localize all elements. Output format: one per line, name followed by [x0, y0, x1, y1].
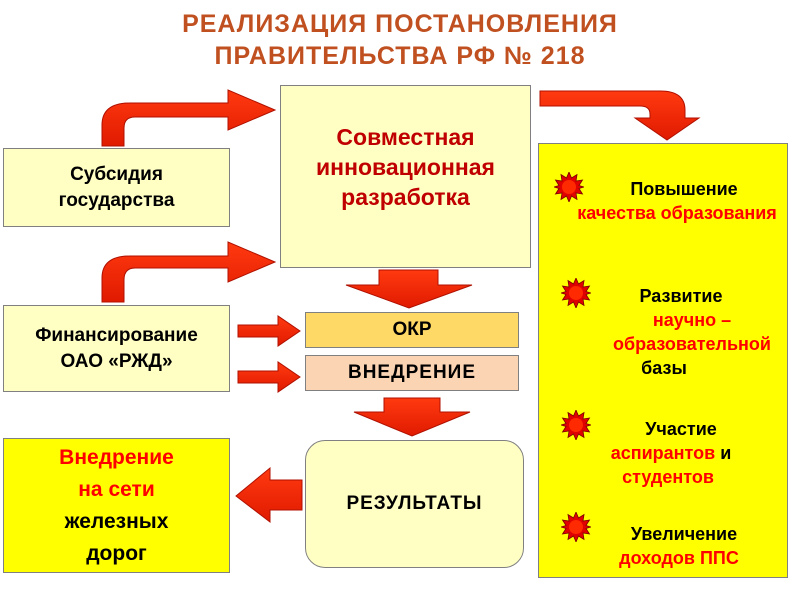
okr-box: ОКР [305, 312, 519, 348]
outcome-2-title: Развитие [639, 286, 723, 306]
down-arrow-results [353, 397, 471, 437]
right-arrow-okr [237, 315, 301, 347]
okr-label: ОКР [392, 319, 432, 340]
curved-arrow-subsidy [101, 89, 277, 147]
joint-line-1: Совместная [336, 123, 475, 150]
left-arrow-railway [235, 466, 303, 524]
financing-box: Финансирование ОАО «РЖД» [3, 305, 230, 392]
joint-line-2: инновационная [316, 153, 495, 180]
outcome-4: Увеличение доходов ППС [539, 522, 789, 570]
railway-implementation-box: Внедрение на сети железных дорог [3, 438, 230, 573]
outcome-4-title: Увеличение [630, 524, 738, 544]
subsidy-line-1: Субсидия [70, 163, 163, 185]
starburst-icon [561, 278, 591, 308]
outcome-3-detail-1: аспирантов [610, 443, 716, 463]
outcome-3-detail-2: студентов [622, 467, 714, 487]
results-box: РЕЗУЛЬТАТЫ [305, 440, 524, 568]
railway-line-4: дорог [86, 541, 147, 565]
starburst-icon [561, 512, 591, 542]
outcome-2: Развитие научно – образовательной базы [539, 284, 789, 380]
outcome-3: Участие аспирантов и студентов [539, 417, 789, 489]
starburst-icon [561, 410, 591, 440]
outcome-4-detail: доходов ППС [619, 548, 739, 568]
outcomes-box: Повышение качества образования Развитие … [538, 143, 788, 578]
finance-line-1: Финансирование [35, 324, 198, 346]
outcome-2-detail: научно – образовательной [613, 310, 771, 354]
curved-arrow-outcomes [539, 90, 701, 141]
page-title-line-2: ПРАВИТЕЛЬСТВА РФ № 218 [214, 42, 586, 70]
outcome-1-title: Повышение [630, 179, 738, 199]
implementation-box: ВНЕДРЕНИЕ [305, 355, 519, 391]
down-arrow-okr [345, 269, 473, 309]
finance-line-2: ОАО «РЖД» [60, 350, 173, 372]
railway-line-3: железных [64, 509, 169, 533]
outcome-2-tail: базы [641, 358, 687, 378]
outcome-1: Повышение качества образования [539, 177, 789, 225]
starburst-icon [554, 172, 584, 202]
implementation-label: ВНЕДРЕНИЕ [347, 362, 477, 383]
subsidy-box: Субсидия государства [3, 148, 230, 227]
curved-arrow-finance [101, 241, 277, 303]
outcome-3-title: Участие [645, 419, 717, 439]
railway-line-1: Внедрение [59, 445, 174, 469]
outcome-3-and: и [720, 443, 732, 463]
railway-line-2: на сети [78, 477, 155, 501]
joint-line-3: разработка [341, 183, 470, 210]
subsidy-line-2: государства [58, 189, 175, 211]
right-arrow-implementation [237, 361, 301, 393]
page-title-line-1: РЕАЛИЗАЦИЯ ПОСТАНОВЛЕНИЯ [182, 10, 618, 38]
results-label: РЕЗУЛЬТАТЫ [346, 493, 483, 514]
outcome-1-detail: качества образования [577, 203, 777, 223]
joint-development-box: Совместная инновационная разработка [280, 85, 531, 268]
